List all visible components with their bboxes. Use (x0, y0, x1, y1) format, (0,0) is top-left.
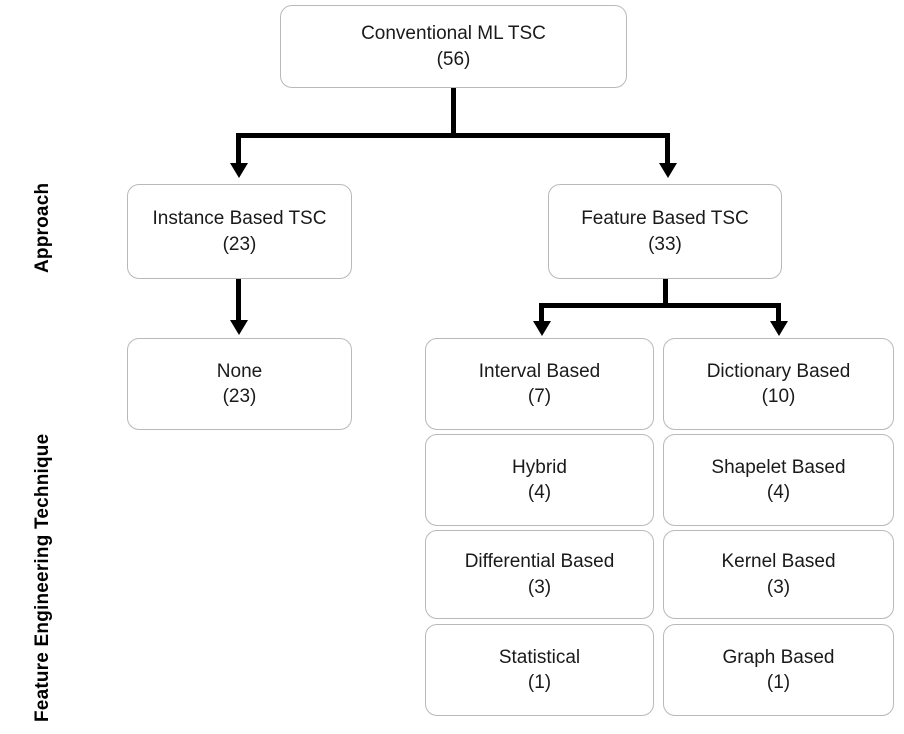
node-title: None (216, 360, 263, 382)
connector-root-stem (451, 88, 456, 137)
node-title: Differential Based (464, 551, 615, 573)
node-title: Hybrid (512, 456, 567, 478)
node-shapelet-based[interactable]: Shapelet Based (4) (663, 434, 894, 526)
node-count: (3) (766, 576, 791, 598)
row-label-approach: Approach (32, 182, 53, 273)
node-title: Kernel Based (721, 551, 836, 573)
node-count: (7) (527, 386, 552, 407)
node-title: Statistical (498, 646, 581, 668)
connector-instance-to-none (236, 279, 241, 323)
node-title: Interval Based (478, 360, 601, 382)
connector-feature-to-interval (539, 303, 544, 324)
node-count: (4) (527, 482, 552, 503)
node-count: (1) (766, 672, 791, 693)
connector-feature-stem (663, 279, 668, 307)
connector-root-to-instance (236, 133, 241, 165)
node-instance-based-tsc[interactable]: Instance Based TSC (23) (127, 184, 352, 279)
node-feature-based-tsc[interactable]: Feature Based TSC (33) (548, 184, 782, 279)
arrowhead-instance-to-none (229, 320, 248, 335)
node-count: (23) (222, 386, 257, 407)
node-title: Instance Based TSC (152, 208, 327, 230)
node-title: Dictionary Based (706, 360, 851, 382)
node-hybrid[interactable]: Hybrid (4) (425, 434, 654, 526)
arrowhead-root-to-feature (658, 163, 677, 178)
node-kernel-based[interactable]: Kernel Based (3) (663, 530, 894, 619)
node-conventional-ml-tsc[interactable]: Conventional ML TSC (56) (280, 5, 627, 88)
connector-root-bar (236, 133, 670, 138)
arrowhead-feature-to-dictionary (769, 321, 788, 336)
node-count: (3) (527, 576, 552, 598)
node-title: Graph Based (722, 646, 835, 668)
node-count: (1) (527, 672, 552, 693)
node-dictionary-based[interactable]: Dictionary Based (10) (663, 338, 894, 430)
arrowhead-feature-to-interval (532, 321, 551, 336)
row-label-feature-engineering-technique: Feature Engineering Technique (32, 433, 53, 722)
connector-root-to-feature (665, 133, 670, 165)
node-count: (10) (761, 386, 796, 407)
node-count: (56) (436, 48, 471, 70)
connector-feature-bar (539, 303, 781, 308)
node-title: Feature Based TSC (581, 208, 749, 230)
node-interval-based[interactable]: Interval Based (7) (425, 338, 654, 430)
node-title: Shapelet Based (711, 456, 846, 478)
node-graph-based[interactable]: Graph Based (1) (663, 624, 894, 716)
node-none[interactable]: None (23) (127, 338, 352, 430)
node-count: (23) (222, 233, 257, 255)
arrowhead-root-to-instance (229, 163, 248, 178)
connector-feature-to-dictionary (776, 303, 781, 324)
node-count: (33) (648, 233, 682, 255)
node-count: (4) (766, 482, 791, 503)
node-statistical[interactable]: Statistical (1) (425, 624, 654, 716)
node-title: Conventional ML TSC (361, 23, 546, 45)
node-differential-based[interactable]: Differential Based (3) (425, 530, 654, 619)
